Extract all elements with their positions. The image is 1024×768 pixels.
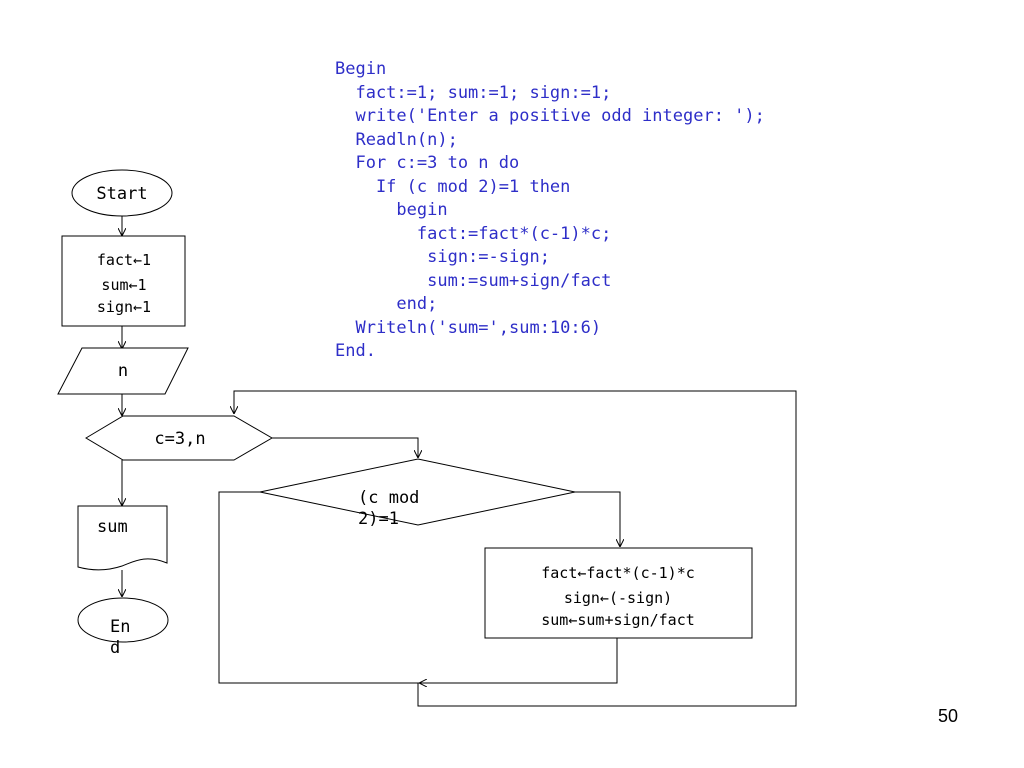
svg-text:(c mod: (c mod (358, 488, 419, 508)
end-terminator: En d (77, 597, 169, 658)
svg-text:sum←sum+sign/fact: sum←sum+sign/fact (541, 611, 695, 629)
svg-text:d: d (110, 638, 120, 658)
svg-text:c=3,n: c=3,n (154, 429, 205, 449)
code-line: Begin (335, 59, 387, 79)
code-line: write('Enter a positive odd integer: '); (335, 106, 765, 126)
code-line: For c:=3 to n do (335, 153, 520, 173)
svg-text:n: n (118, 361, 128, 381)
code-line: sum:=sum+sign/fact (335, 270, 612, 291)
svg-text:sum←1: sum←1 (101, 276, 146, 294)
svg-text:fact←fact*(c-1)*c: fact←fact*(c-1)*c (541, 564, 695, 582)
svg-text:sign←1: sign←1 (97, 298, 151, 316)
code-line: fact:=1; sum:=1; sign:=1; (335, 82, 612, 103)
init-process-box: fact←1 sum←1 sign←1 (61, 235, 186, 327)
loop-body-process-box: fact←fact*(c-1)*c sign←(-sign) sum←sum+s… (484, 547, 753, 639)
connector-loop-condition (272, 437, 418, 457)
svg-text:En: En (110, 617, 130, 637)
code-line: fact:=fact*(c-1)*c; (335, 223, 612, 244)
code-line: begin (335, 200, 448, 220)
code-line: Writeln('sum=',sum:10:6) (335, 317, 602, 338)
connector-loop-back (234, 390, 797, 707)
svg-text:2)=1: 2)=1 (358, 509, 399, 529)
code-line: End. (335, 341, 376, 361)
svg-text:sign←(-sign): sign←(-sign) (564, 589, 672, 607)
code-line: Readln(n); (335, 129, 458, 150)
code-line: If (c mod 2)=1 then (335, 176, 571, 197)
svg-text:fact←1: fact←1 (97, 251, 151, 269)
page-number: 50 (938, 706, 959, 726)
input-parallelogram: n (57, 347, 189, 395)
code-line: sign:=-sign; (335, 247, 550, 267)
connector-condition-join (218, 491, 420, 684)
svg-text:sum: sum (97, 517, 128, 537)
svg-text:Start: Start (96, 184, 147, 204)
start-terminator: Start (71, 169, 173, 217)
condition-diamond: (c mod 2)=1 (259, 458, 576, 529)
connector-process-join (420, 638, 618, 683)
code-line: end; (335, 294, 438, 314)
connector-condition-process (575, 491, 620, 546)
output-document: sum (77, 505, 168, 571)
loop-hexagon: c=3,n (85, 415, 273, 461)
pascal-code-listing: Begin fact:=1; sum:=1; sign:=1; write('E… (335, 58, 765, 364)
